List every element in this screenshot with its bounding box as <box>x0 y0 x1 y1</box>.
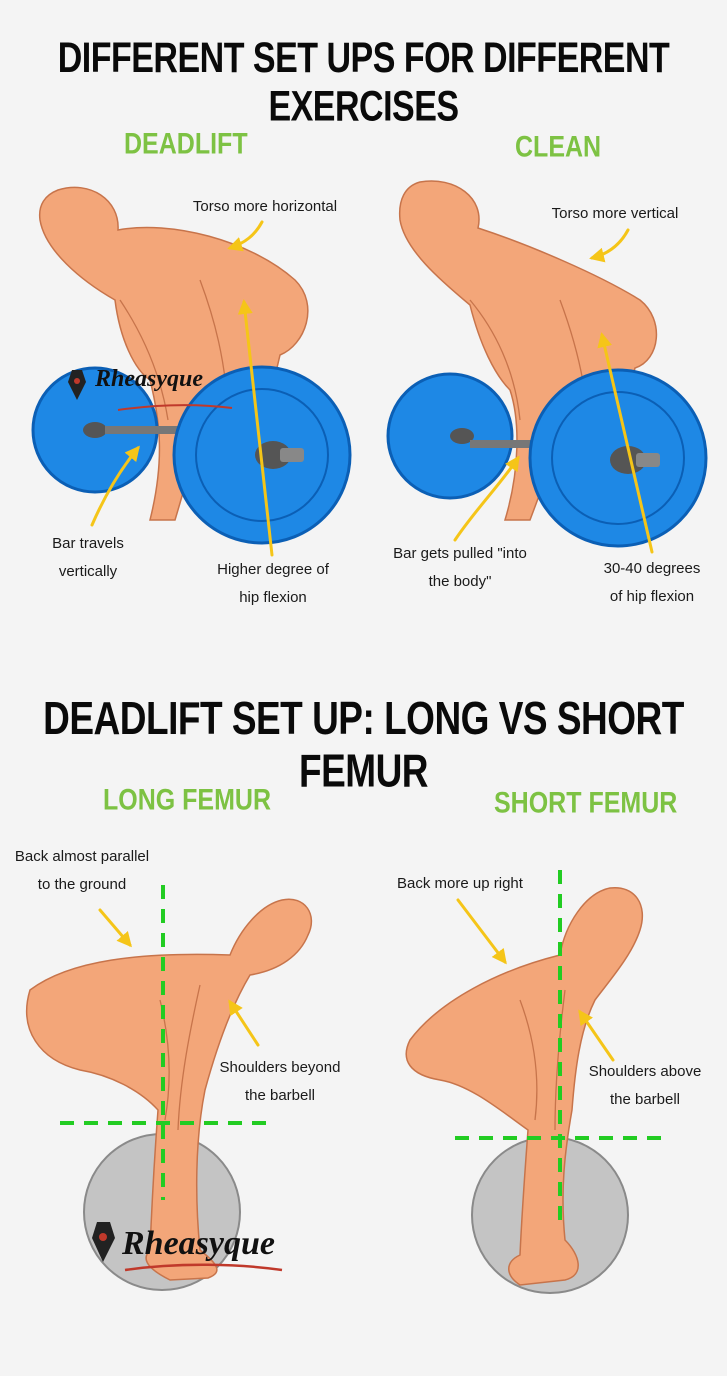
note-torso-clean: Torso more vertical <box>551 205 679 222</box>
clean-arrows <box>453 228 654 554</box>
short-femur-arrows <box>456 898 615 1062</box>
long-femur-guides <box>60 885 270 1200</box>
deadlift-label: DEADLIFT <box>124 127 248 161</box>
watermark-text-bottom: Rheasyque <box>122 1225 275 1262</box>
arrow-shoulders-short <box>578 1009 615 1062</box>
note-bar-clean: Bar gets pulled "into the body" <box>393 545 527 590</box>
note-back-short: Back more up right <box>397 875 523 892</box>
clean-label: CLEAN <box>515 130 602 164</box>
watermark-pen-icon-bottom <box>92 1222 115 1262</box>
short-femur-figure <box>405 887 644 1294</box>
arrow-torso-deadlift <box>227 220 264 252</box>
main-title: DIFFERENT SET UPS FOR DIFFERENT EXERCISE… <box>57 34 670 131</box>
short-femur-body <box>405 887 644 1286</box>
note-shoulders-long: Shoulders beyond the barbell <box>219 1059 341 1104</box>
arrow-back-long <box>98 908 132 948</box>
note-shoulders-short: Shoulders above the barbell <box>588 1063 702 1108</box>
short-femur-guides <box>455 870 665 1230</box>
arrow-bar-deadlift <box>90 445 140 527</box>
long-femur-arrows <box>98 908 260 1047</box>
note-hip-deadlift: Higher degree of hip flexion <box>217 561 329 606</box>
watermark-text-top: Rheasyque <box>95 366 203 392</box>
arrow-torso-clean <box>589 228 630 263</box>
long-femur-label: LONG FEMUR <box>103 783 272 817</box>
deadlift-arrows <box>90 220 274 557</box>
arrow-back-short <box>456 898 507 965</box>
arrow-bar-clean <box>453 455 520 542</box>
arrow-shoulders-long <box>228 999 260 1047</box>
arrow-hip-deadlift <box>237 299 274 557</box>
note-back-long: Back almost parallel to the ground <box>14 848 150 893</box>
arrow-hip-clean <box>597 332 654 554</box>
clean-barbell <box>386 368 708 548</box>
note-bar-deadlift: Bar travels vertically <box>52 535 124 580</box>
note-hip-clean: 30-40 degrees of hip flexion <box>603 560 701 605</box>
watermark-pen-icon-top <box>68 370 86 400</box>
short-femur-label: SHORT FEMUR <box>494 786 678 820</box>
section-title: DEADLIFT SET UP: LONG VS SHORT FEMUR <box>43 692 684 797</box>
note-torso-deadlift: Torso more horizontal <box>192 198 338 215</box>
